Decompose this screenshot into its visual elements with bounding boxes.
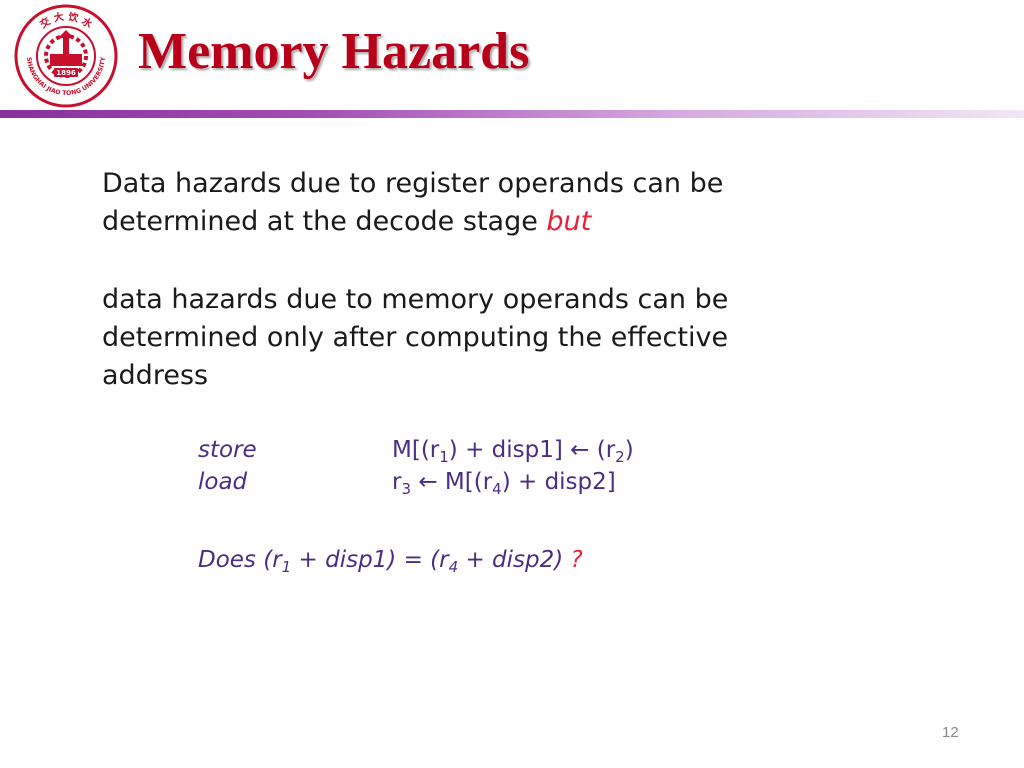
store-expr-part: M[(r — [392, 437, 440, 463]
store-expr-part: ) + disp1] ← (r — [448, 437, 616, 463]
para2-line3: address — [102, 360, 209, 391]
subscript-1: 1 — [439, 448, 449, 466]
slide-title: Memory Hazards — [138, 23, 530, 80]
load-expression: r3 ← M[(r4) + disp2] — [392, 466, 616, 498]
title-underline-bar — [0, 110, 1024, 118]
emphasis-but: but — [546, 206, 592, 237]
para2-line2: determined only after computing the effe… — [102, 322, 729, 353]
page-number: 12 — [942, 724, 959, 741]
load-expr-part: r — [392, 469, 402, 495]
para1-line1: Data hazards due to register operands ca… — [102, 168, 724, 199]
para2-line1: data hazards due to memory operands can … — [102, 284, 729, 315]
paragraph-register-hazards: Data hazards due to register operands ca… — [102, 165, 723, 241]
question-subscript-4: 4 — [448, 558, 459, 576]
store-keyword: store — [198, 437, 257, 463]
paragraph-memory-hazards: data hazards due to memory operands can … — [102, 281, 728, 395]
subscript-2: 2 — [615, 448, 625, 466]
svg-text:1896: 1896 — [56, 69, 76, 77]
load-keyword: load — [198, 469, 248, 495]
subscript-4: 4 — [492, 480, 502, 498]
question-part: + disp1) = (r — [291, 547, 449, 573]
question-part: Does (r — [198, 547, 282, 573]
load-expr-part: ) + disp2] — [501, 469, 616, 495]
load-expr-part: ← M[(r — [411, 469, 493, 495]
question-line: Does (r1 + disp1) = (r4 + disp2) ? — [198, 544, 583, 576]
code-row-load: load r3 ← M[(r4) + disp2] — [198, 466, 616, 498]
question-mark: ? — [570, 547, 583, 573]
store-expression: M[(r1) + disp1] ← (r2) — [392, 434, 634, 466]
question-subscript-1: 1 — [281, 558, 292, 576]
question-part: + disp2) — [458, 547, 571, 573]
university-logo: 交 大 饮 水 SHANGHAI JIAO TONG UNIVERSITY 18… — [14, 4, 118, 108]
store-expr-part: ) — [624, 437, 634, 463]
subscript-3: 3 — [401, 480, 412, 498]
para1-line2: determined at the decode stage — [102, 206, 547, 237]
code-row-store: store M[(r1) + disp1] ← (r2) — [198, 434, 634, 466]
